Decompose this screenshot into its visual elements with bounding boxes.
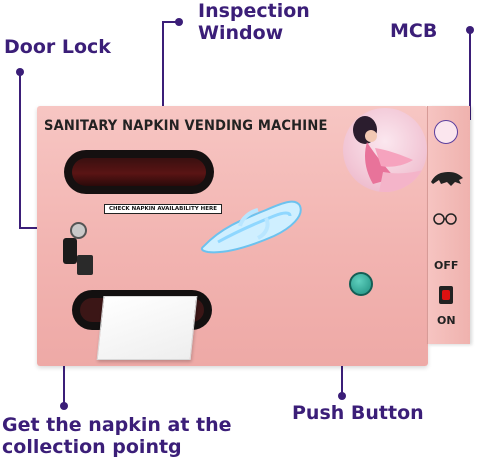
glasses-mark-icon	[433, 213, 457, 225]
inspection-window	[64, 150, 214, 194]
switch-on-label: ON	[437, 314, 456, 327]
brand-logo-icon	[434, 120, 458, 144]
inspection-window-label-line1: Inspection	[198, 0, 310, 22]
machine-title: SANITARY NAPKIN VENDING MACHINE	[44, 118, 328, 134]
mcb-switch-toggle[interactable]	[442, 290, 450, 300]
mcb-label: MCB	[390, 20, 438, 42]
collection-label-line1: Get the napkin at the	[2, 414, 232, 436]
collection-point-label: Get the napkin at the collection pointg	[2, 414, 232, 458]
napkin-icon	[200, 200, 302, 254]
push-button[interactable]	[349, 272, 373, 296]
door-lock-label: Door Lock	[4, 36, 111, 58]
push-button-label: Push Button	[292, 402, 424, 424]
mcb-side-panel	[427, 106, 470, 344]
inspection-window-label: Inspection Window	[198, 0, 310, 44]
push-button-dot-bottom	[338, 392, 346, 400]
collection-label-line2: collection pointg	[2, 436, 182, 458]
door-lock-icon[interactable]	[77, 255, 93, 275]
collection-dot-bottom	[60, 402, 68, 410]
inspection-window-glass	[72, 158, 206, 186]
woman-figure-icon	[353, 116, 423, 192]
door-lock-dot-top	[16, 68, 24, 76]
inspection-window-label-line2: Window	[198, 22, 284, 44]
check-availability-label: CHECK NAPKIN AVAILABILITY HERE	[104, 204, 222, 214]
hero-illustration	[343, 108, 427, 192]
make-in-india-lion-icon	[431, 172, 463, 186]
mcb-dot-top	[466, 26, 474, 34]
lock-ring-icon[interactable]	[70, 222, 87, 239]
inspection-dot-top	[175, 18, 183, 26]
napkin-pack[interactable]	[96, 296, 198, 360]
mcb-switch[interactable]	[439, 286, 453, 304]
switch-off-label: OFF	[434, 259, 459, 272]
key-icon	[63, 238, 77, 264]
